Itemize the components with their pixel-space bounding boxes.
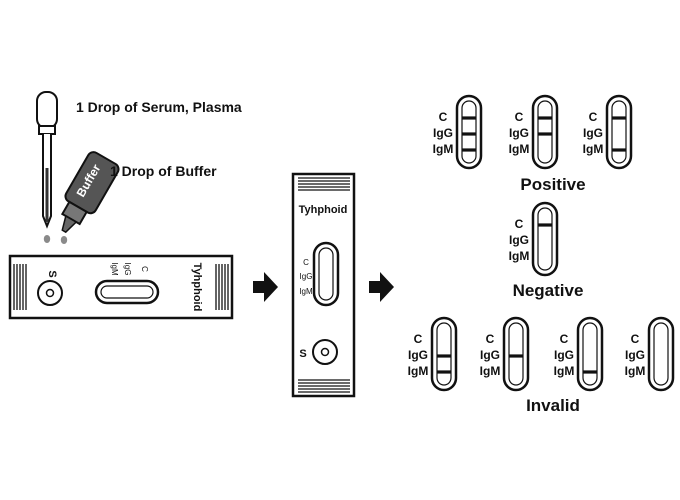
line-label-igm: IgM <box>110 262 119 276</box>
drop-icon <box>43 235 51 243</box>
result-group-invalid: Invalid C IgG IgM C IgG IgM C IgG IgM C IgG IgM <box>408 316 675 415</box>
line-label-c: C <box>631 332 640 346</box>
cassette-brand: Tyhphoid <box>299 204 348 216</box>
cassette-vertical: Tyhphoid C IgG IgM S <box>291 172 356 398</box>
line-label-igg: IgG <box>480 348 500 362</box>
cassette-grip-right <box>215 264 229 310</box>
buffer-bottle-icon: Buffer <box>60 151 120 234</box>
step1-label: 1 Drop of Serum, Plasma <box>76 99 242 115</box>
line-label-c: C <box>439 110 448 124</box>
line-label-igm: IgM <box>625 364 646 378</box>
line-label-igg: IgG <box>583 126 603 140</box>
drop-icon <box>60 236 68 244</box>
band-igg <box>437 354 451 358</box>
line-label-c: C <box>515 217 524 231</box>
strip-window <box>436 322 452 386</box>
strip-window <box>653 322 669 386</box>
result-strip: C IgG IgM <box>433 94 483 170</box>
line-label-igg: IgG <box>123 263 132 276</box>
band-igm <box>437 370 451 374</box>
line-label-c: C <box>589 110 598 124</box>
line-label-igg: IgG <box>300 272 313 281</box>
line-label-igg: IgG <box>433 126 453 140</box>
line-label-igg: IgG <box>625 348 645 362</box>
result-strip: C IgG IgM <box>509 94 559 170</box>
line-label-igm: IgM <box>299 287 313 296</box>
cassette-grip-top <box>298 177 350 191</box>
band-igm <box>462 148 476 152</box>
sample-well-label: S <box>299 348 306 360</box>
line-label-igm: IgM <box>433 142 454 156</box>
band-c <box>462 116 476 120</box>
strip-window <box>537 100 553 164</box>
result-strip: C IgG IgM <box>408 316 458 392</box>
line-label-igg: IgG <box>554 348 574 362</box>
result-title: Negative <box>513 281 584 300</box>
arrow-right-icon <box>253 272 278 302</box>
line-label-igm: IgM <box>554 364 575 378</box>
result-strip: C IgG IgM <box>509 201 559 277</box>
results-panel: PositiveCIgGIgMCIgGIgMCIgGIgMNegativeCIg… <box>408 94 675 415</box>
strip-window <box>461 100 477 164</box>
line-label-c: C <box>486 332 495 346</box>
line-label-igg: IgG <box>509 126 529 140</box>
result-group-positive: Positive C IgG IgM C IgG IgM C IgG IgM <box>433 94 633 194</box>
band-igg <box>538 132 552 136</box>
band-igm <box>583 370 597 374</box>
strip-window <box>537 207 553 271</box>
line-label-c: C <box>515 110 524 124</box>
cassette-horizontal: S IgM IgG C Tyhphoid <box>8 254 234 320</box>
line-label-c: C <box>303 258 309 267</box>
strip-window <box>611 100 627 164</box>
result-group-negative: Negative C IgG IgM <box>509 201 584 300</box>
line-label-igg: IgG <box>408 348 428 362</box>
band-igm <box>612 148 626 152</box>
line-label-c: C <box>560 332 569 346</box>
result-strip: C IgG IgM <box>583 94 633 170</box>
band-igg <box>509 354 523 358</box>
band-c <box>538 223 552 227</box>
cassette-brand: Tyhphoid <box>191 263 203 312</box>
line-label-igm: IgM <box>509 249 530 263</box>
line-label-igg: IgG <box>509 233 529 247</box>
band-c <box>538 116 552 120</box>
sample-well-label: S <box>46 270 58 277</box>
cassette-grip-bottom <box>298 379 350 393</box>
result-title: Positive <box>520 175 585 194</box>
line-label-igm: IgM <box>583 142 604 156</box>
band-c <box>612 116 626 120</box>
strip-window <box>508 322 524 386</box>
line-label-c: C <box>140 266 149 272</box>
line-label-igm: IgM <box>509 142 530 156</box>
line-label-igm: IgM <box>480 364 501 378</box>
result-strip: C IgG IgM <box>554 316 604 392</box>
line-label-igm: IgM <box>408 364 429 378</box>
line-label-c: C <box>414 332 423 346</box>
band-igg <box>462 132 476 136</box>
step2-label: 1 Drop of Buffer <box>110 163 217 179</box>
arrow-right-icon <box>369 272 394 302</box>
result-title: Invalid <box>526 396 580 415</box>
pipette-icon <box>36 91 58 229</box>
cassette-grip-left <box>13 264 27 310</box>
strip-window <box>582 322 598 386</box>
result-strip: C IgG IgM <box>480 316 530 392</box>
result-strip: C IgG IgM <box>625 316 675 392</box>
